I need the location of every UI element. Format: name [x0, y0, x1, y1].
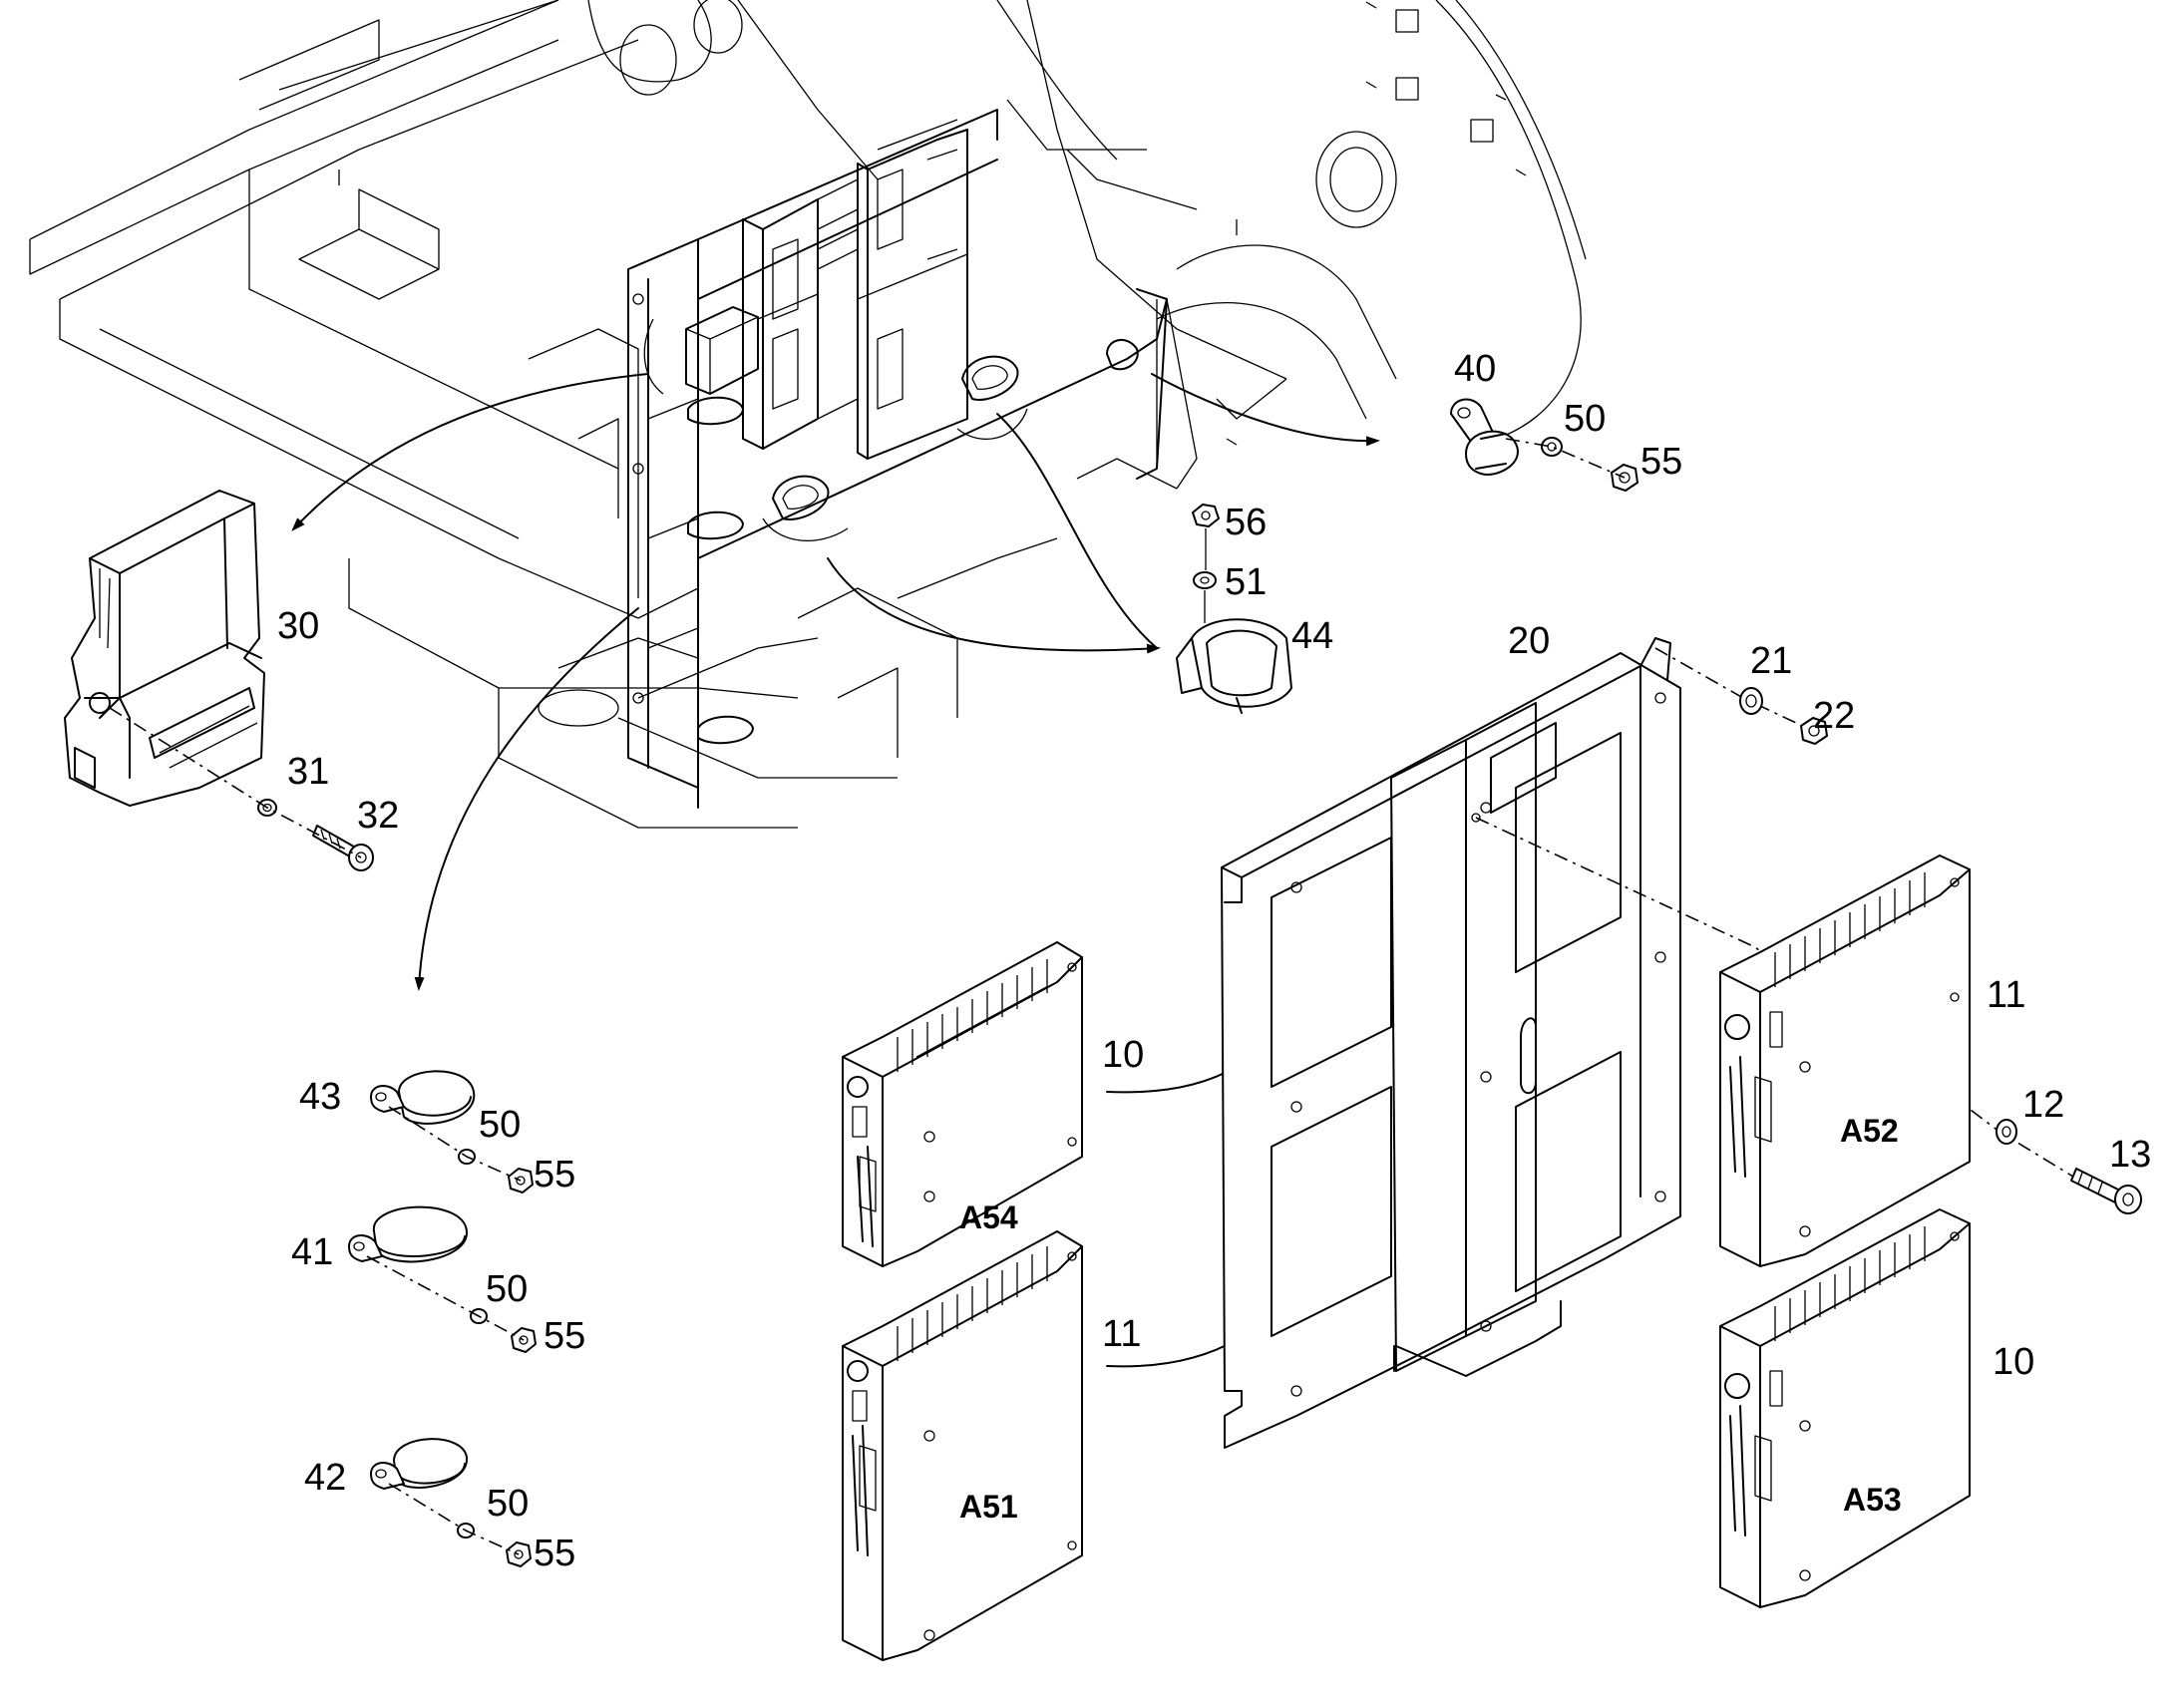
- callout-20: 20: [1508, 620, 1550, 662]
- part-50-washer-a: [1541, 437, 1563, 457]
- part-13-bolt: [2070, 1168, 2142, 1214]
- module-label-a52: A52: [1840, 1113, 1899, 1149]
- part-20-mounting-plate: [1221, 637, 1681, 1449]
- callout-labels: 40 50 55 56 51 44 20 21 22 30 31 32 11 1…: [277, 348, 2151, 1574]
- callout-31: 31: [287, 751, 329, 793]
- callout-11: 11: [1102, 1313, 1141, 1355]
- part-56-nut: [1192, 504, 1220, 527]
- callout-55: 55: [544, 1315, 585, 1357]
- callout-13: 13: [2109, 1134, 2151, 1176]
- installed-controllers: [742, 119, 968, 460]
- callout-42: 42: [304, 1457, 346, 1499]
- module-a52: [1719, 854, 1971, 1267]
- part-51-washer: [1193, 571, 1217, 589]
- axis-20: [1654, 647, 1814, 732]
- callout-50: 50: [479, 1104, 521, 1146]
- axis-40: [1505, 438, 1626, 479]
- callout-55: 55: [534, 1154, 575, 1196]
- part-40-clamp: [1450, 398, 1519, 476]
- installed-panel: [627, 109, 1168, 809]
- callout-50: 50: [1564, 398, 1606, 440]
- callout-11: 11: [1987, 974, 2025, 1016]
- axis-41: [366, 1255, 525, 1341]
- callout-56: 56: [1225, 502, 1267, 543]
- callout-21: 21: [1750, 640, 1792, 682]
- callout-41: 41: [291, 1231, 333, 1273]
- axis-30: [109, 707, 362, 858]
- module-labels: A54 A51 A52 A53: [959, 1113, 1902, 1525]
- callout-44: 44: [1291, 615, 1333, 657]
- callout-40: 40: [1454, 348, 1496, 390]
- axis-44: [1204, 528, 1207, 623]
- axis-modules: [1475, 817, 2115, 1202]
- module-label-a53: A53: [1843, 1482, 1902, 1518]
- part-21-washer: [1739, 687, 1763, 715]
- callout-50: 50: [487, 1483, 529, 1525]
- part-42-clamp: [370, 1438, 469, 1490]
- callout-32: 32: [357, 795, 399, 837]
- part-43-clamp: [370, 1070, 476, 1125]
- part-41-clamp: [348, 1205, 469, 1263]
- callout-43: 43: [299, 1076, 341, 1118]
- module-a53: [1719, 1208, 1971, 1608]
- callout-10: 10: [1102, 1034, 1144, 1076]
- callout-30: 30: [277, 605, 319, 647]
- axis-43: [388, 1106, 522, 1182]
- axis-42: [388, 1483, 520, 1555]
- part-12-washer: [1996, 1119, 2017, 1145]
- part-44-grommet: [1176, 618, 1292, 714]
- part-22-nut: [1800, 717, 1828, 745]
- module-label-a51: A51: [959, 1489, 1018, 1525]
- callout-51: 51: [1225, 561, 1267, 603]
- module-a54: [842, 941, 1083, 1267]
- callout-55: 55: [1640, 441, 1682, 483]
- module-a51: [842, 1230, 1083, 1661]
- part-30-ecu: [64, 490, 265, 807]
- callout-10: 10: [1993, 1341, 2034, 1383]
- module-label-a54: A54: [959, 1199, 1018, 1235]
- callout-22: 22: [1813, 695, 1855, 737]
- callout-12: 12: [2022, 1084, 2064, 1126]
- callout-50: 50: [486, 1268, 528, 1310]
- callout-55: 55: [534, 1533, 575, 1574]
